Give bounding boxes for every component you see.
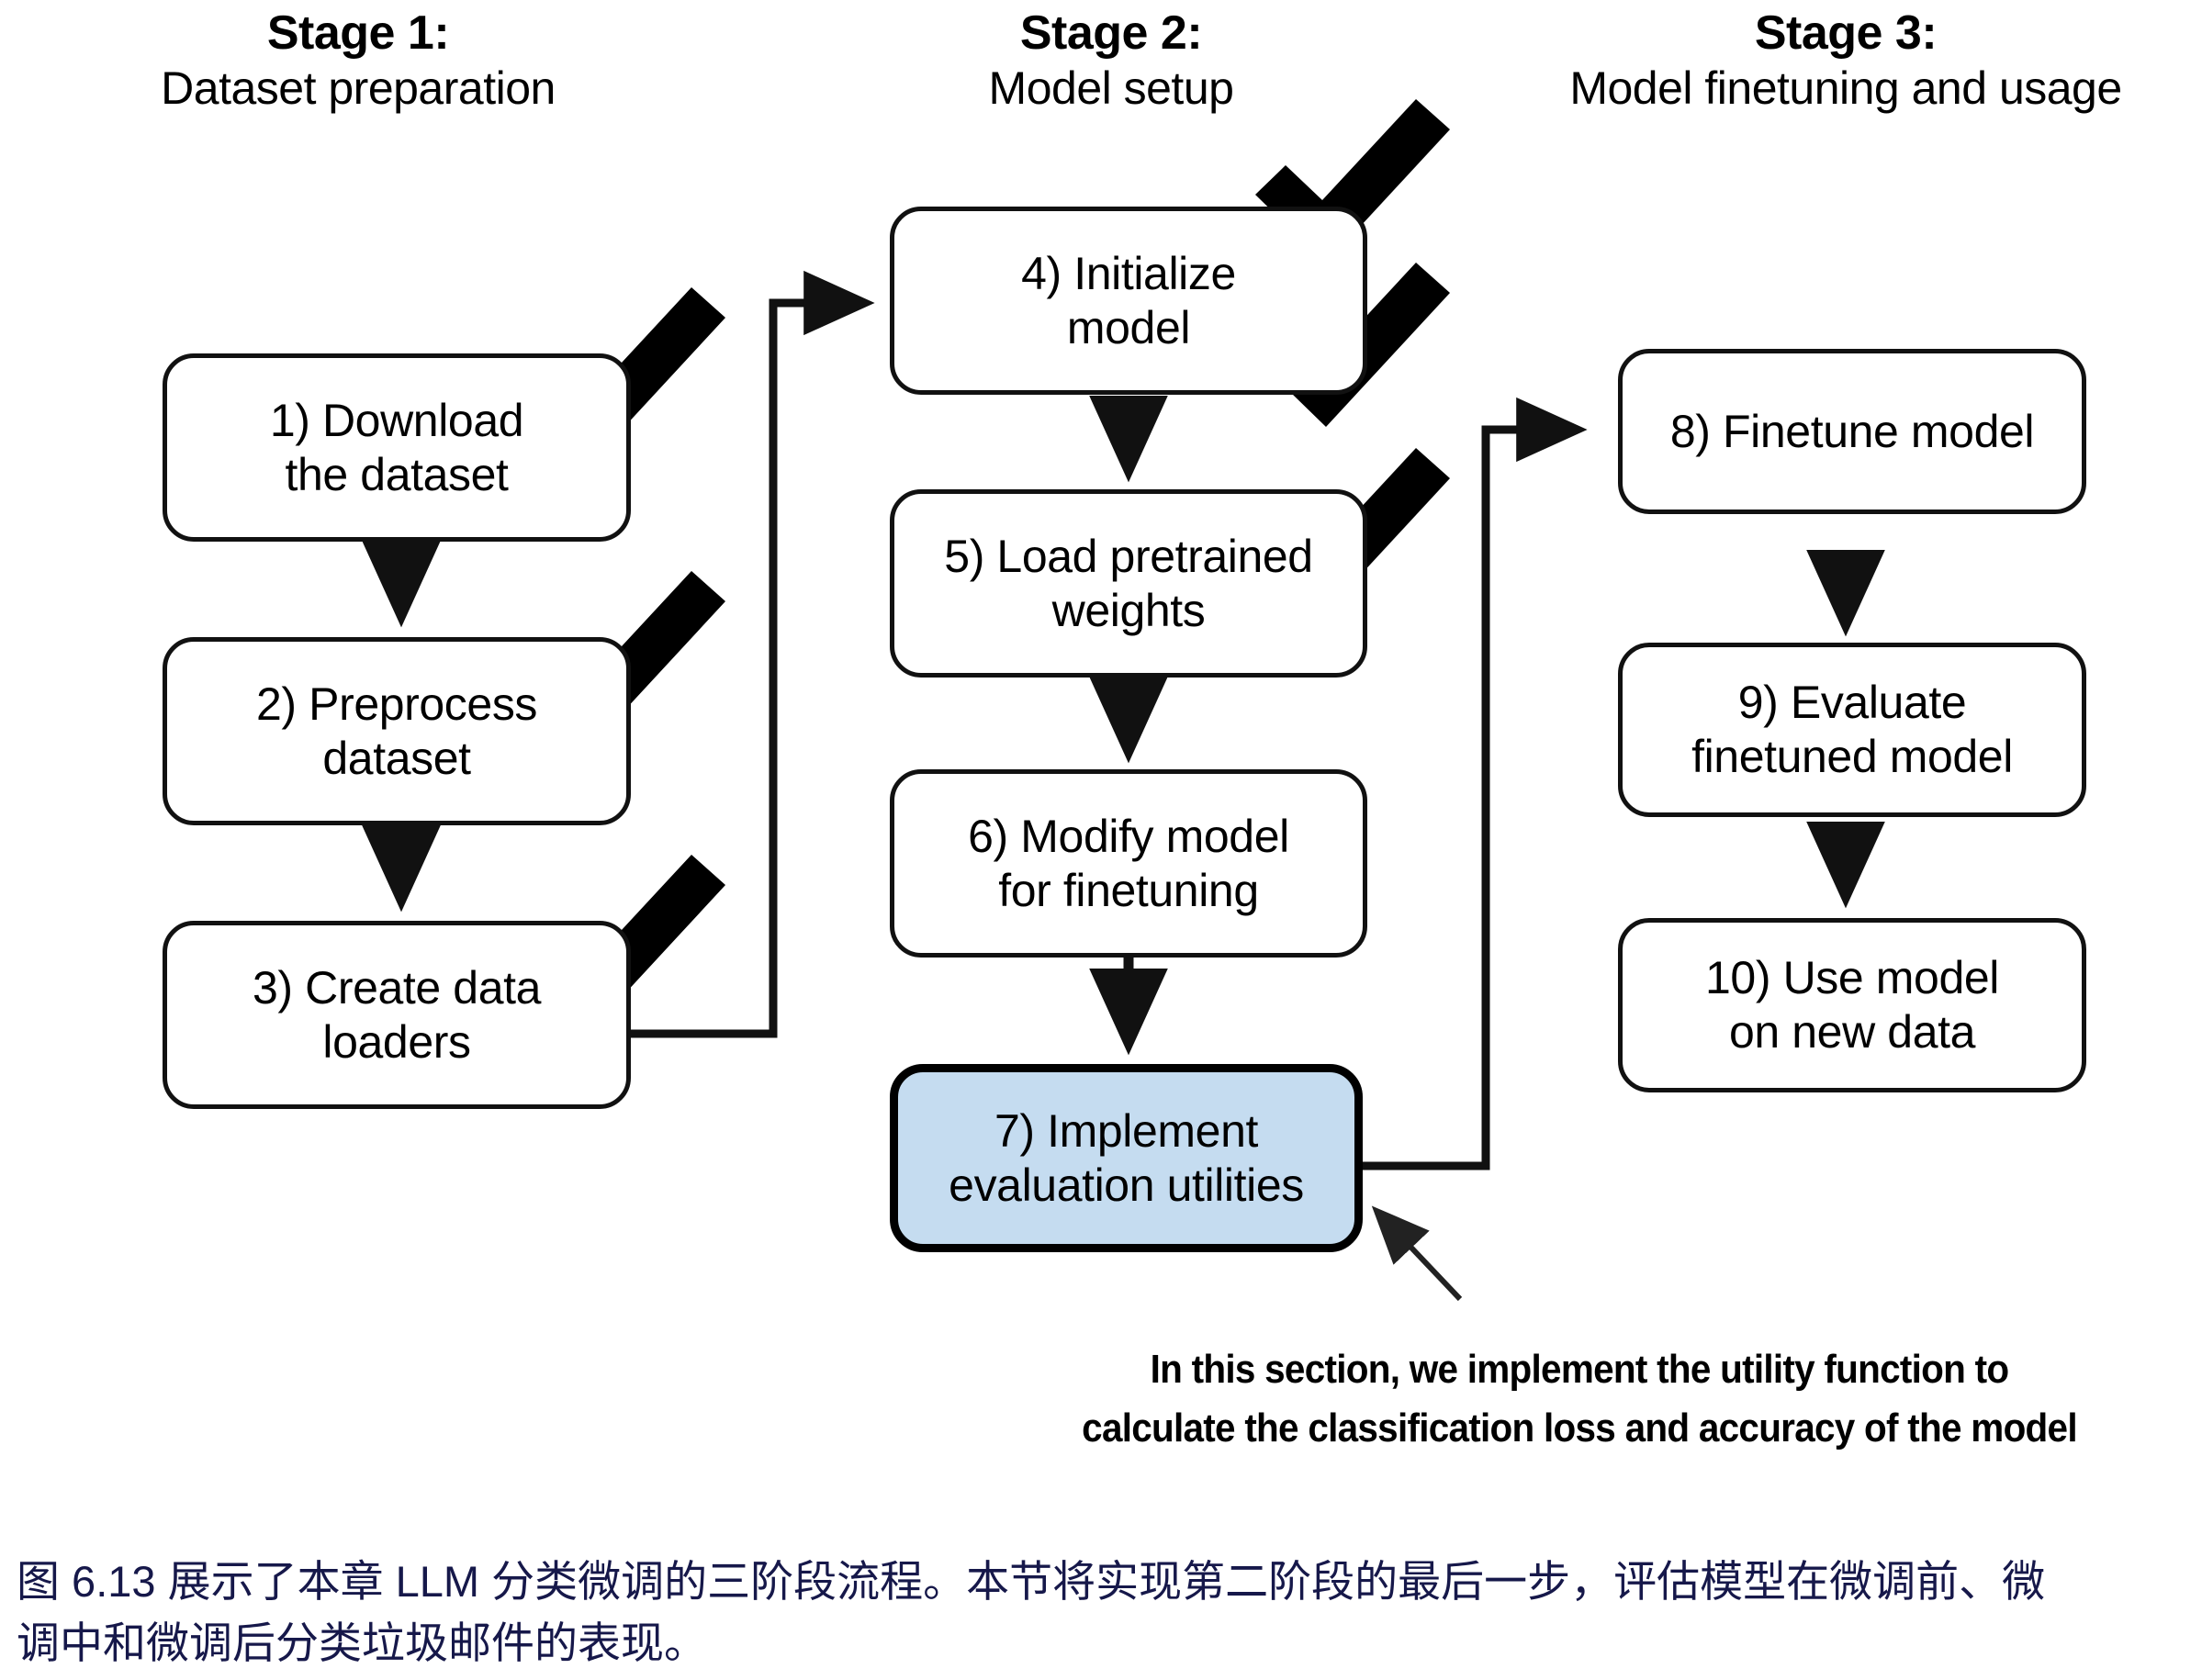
node-1-label: 1) Download the dataset <box>269 394 524 502</box>
node-1-line1: 1) Download <box>269 394 524 446</box>
caption-line-1: 图 6.13 展示了本章 LLM 分类微调的三阶段流程。本节将实现第二阶段的最后… <box>17 1557 2046 1606</box>
node-5-load-pretrained-weights[interactable]: 5) Load pretrained weights <box>890 489 1367 678</box>
node-6-modify-model-for-finetuning[interactable]: 6) Modify model for finetuning <box>890 769 1367 958</box>
node-2-preprocess-dataset[interactable]: 2) Preprocess dataset <box>163 637 631 825</box>
node-3-create-data-loaders[interactable]: 3) Create data loaders <box>163 921 631 1109</box>
stage-header-2: Stage 2: Model setup <box>790 6 1432 116</box>
stage-3-subtitle: Model finetuning and usage <box>1569 62 2122 115</box>
stage-1-subtitle: Dataset preparation <box>161 62 556 115</box>
node-4-label: 4) Initialize model <box>1021 247 1236 355</box>
node-6-label: 6) Modify model for finetuning <box>968 810 1289 918</box>
node-7-line2: evaluation utilities <box>949 1159 1304 1211</box>
node-8-finetune-model[interactable]: 8) Finetune model <box>1618 349 2086 514</box>
stage-2-title: Stage 2: <box>1019 6 1203 60</box>
node-9-line2: finetuned model <box>1691 731 2013 782</box>
node-4-line1: 4) Initialize <box>1021 247 1236 299</box>
stage-3-title: Stage 3: <box>1754 6 1938 60</box>
annotation-line-2: calculate the classification loss and ac… <box>1082 1405 2077 1450</box>
stage-header-1: Stage 1: Dataset preparation <box>37 6 680 116</box>
node-3-line1: 3) Create data <box>252 961 542 1014</box>
annotation-line-1: In this section, we implement the utilit… <box>1150 1347 2010 1392</box>
node-4-line2: model <box>1066 301 1191 353</box>
node-7-label: 7) Implement evaluation utilities <box>949 1104 1304 1213</box>
node-3-label: 3) Create data loaders <box>253 961 541 1070</box>
node-2-line1: 2) Preprocess <box>255 678 538 730</box>
node-5-line1: 5) Load pretrained <box>944 530 1313 582</box>
connector-stage2-to-stage3 <box>1357 397 1588 1170</box>
figure-caption: 图 6.13 展示了本章 LLM 分类微调的三阶段流程。本节将实现第二阶段的最后… <box>17 1551 2193 1674</box>
stage-header-3: Stage 3: Model finetuning and usage <box>1534 6 2158 116</box>
node-7-implement-evaluation-utilities[interactable]: 7) Implement evaluation utilities <box>890 1064 1363 1252</box>
node-5-line2: weights <box>1051 584 1206 636</box>
node-1-line2: the dataset <box>285 448 509 500</box>
node-6-line1: 6) Modify model <box>968 810 1289 862</box>
node-6-line2: for finetuning <box>998 864 1259 916</box>
caption-line-2: 调中和微调后分类垃圾邮件的表现。 <box>17 1618 707 1667</box>
annotation-pointer-arrow <box>1371 1205 1463 1302</box>
node-8-label: 8) Finetune model <box>1669 405 2035 459</box>
node-4-initialize-model[interactable]: 4) Initialize model <box>890 207 1367 395</box>
node-1-download-the-dataset[interactable]: 1) Download the dataset <box>163 353 631 542</box>
node-9-line1: 9) Evaluate <box>1737 677 1967 728</box>
node-8-line1: 8) Finetune model <box>1669 405 2035 457</box>
node-2-label: 2) Preprocess dataset <box>256 678 537 786</box>
stage-2-subtitle: Model setup <box>988 62 1234 115</box>
node-2-line2: dataset <box>322 732 471 784</box>
stage-1-title: Stage 1: <box>266 6 450 60</box>
node-9-label: 9) Evaluate finetuned model <box>1691 676 2013 784</box>
node-10-label: 10) Use model on new data <box>1705 951 1999 1059</box>
node-9-evaluate-finetuned-model[interactable]: 9) Evaluate finetuned model <box>1618 643 2086 817</box>
node-10-use-model-on-new-data[interactable]: 10) Use model on new data <box>1618 918 2086 1092</box>
node-10-line1: 10) Use model <box>1705 952 1999 1003</box>
connector-stage1-to-stage2 <box>630 270 875 1038</box>
node-3-line2: loaders <box>322 1015 471 1068</box>
node-5-label: 5) Load pretrained weights <box>944 530 1313 638</box>
node-7-line1: 7) Implement <box>994 1104 1258 1157</box>
node-10-line2: on new data <box>1728 1006 1976 1058</box>
section-annotation: In this section, we implement the utilit… <box>1022 1340 2137 1458</box>
